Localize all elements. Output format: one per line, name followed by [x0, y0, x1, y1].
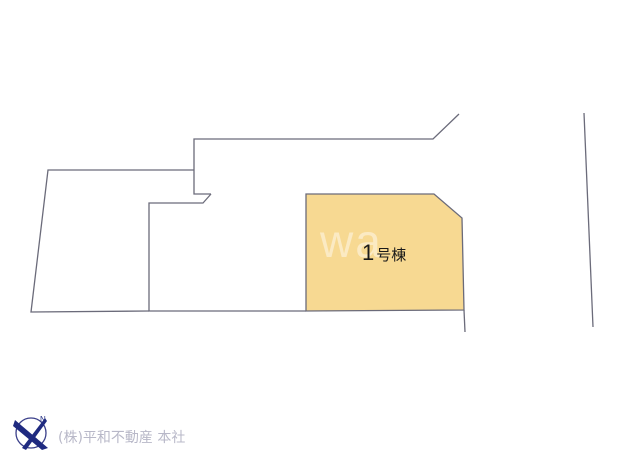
middle-parcel-outline — [148, 193, 306, 312]
lot-1-label: 1 号棟 — [362, 240, 406, 266]
lot-1-area — [305, 193, 465, 312]
left-parcel-outline — [30, 169, 194, 313]
footer: N (株)平和不動産 本社 — [12, 412, 185, 452]
lot-edge-extension — [463, 309, 466, 333]
road-edge-line — [583, 112, 594, 328]
upper-block-outline — [193, 113, 460, 195]
lot-suffix: 号棟 — [376, 246, 407, 264]
svg-text:N: N — [40, 415, 46, 424]
company-name: (株)平和不動産 本社 — [58, 430, 186, 446]
watermark-text: wa — [320, 215, 383, 267]
north-arrow-icon: N — [13, 415, 48, 450]
lot-number: 1 — [362, 240, 375, 265]
